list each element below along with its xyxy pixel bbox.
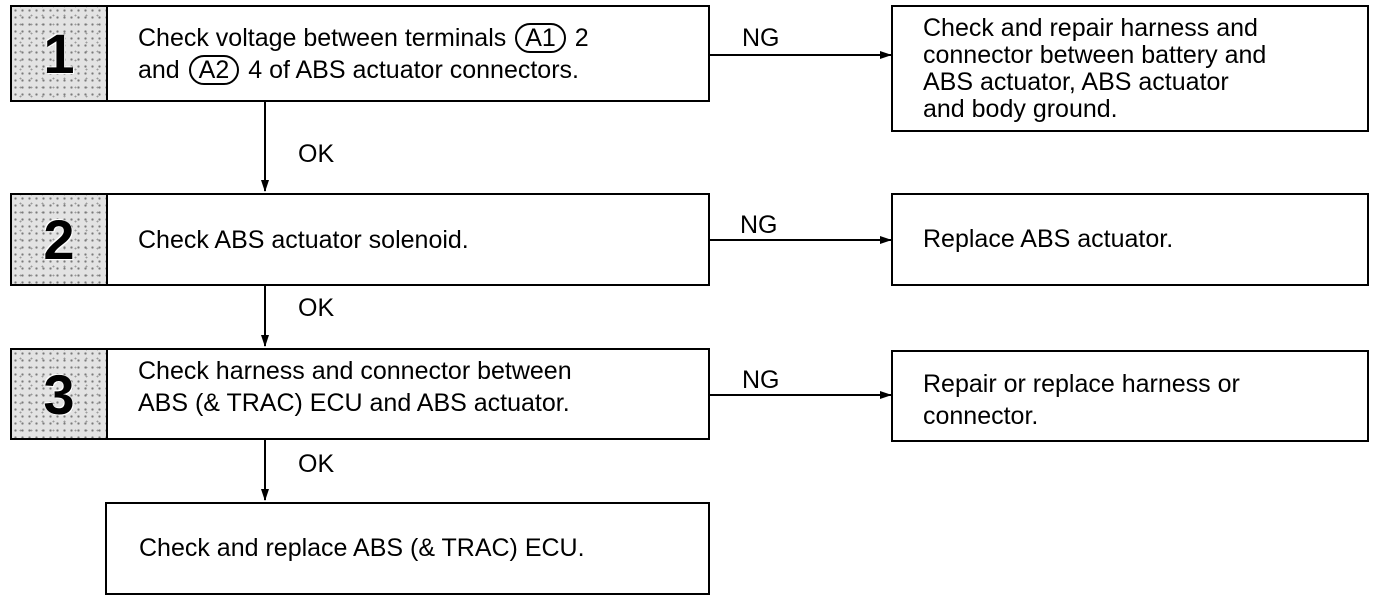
- step-3-text-line: ABS (& TRAC) ECU and ABS actuator.: [138, 389, 570, 417]
- step-1-text-part: 4 of ABS actuator connectors.: [248, 55, 579, 84]
- ng-label-3: NG: [742, 366, 780, 394]
- ok-label-2: OK: [298, 294, 335, 322]
- step-2-text: Check ABS actuator solenoid.: [108, 195, 708, 284]
- result-3-line: Repair or replace harness or: [923, 370, 1240, 398]
- result-2-box: Replace ABS actuator.: [891, 193, 1369, 286]
- step-3-text: Check harness and connector between ABS …: [108, 350, 708, 438]
- step-3-box: 3 Check harness and connector between AB…: [10, 348, 710, 440]
- step-1-text-part: Check voltage between terminals: [138, 23, 507, 52]
- final-step-box: Check and replace ABS (& TRAC) ECU.: [105, 502, 710, 595]
- result-3-line: connector.: [923, 402, 1039, 430]
- final-step-text: Check and replace ABS (& TRAC) ECU.: [139, 534, 585, 562]
- step-1-number: 1: [12, 7, 108, 100]
- step-2-box: 2 Check ABS actuator solenoid.: [10, 193, 710, 286]
- step-1-text-part: and: [138, 55, 180, 84]
- result-1-line: connector between battery and: [923, 41, 1267, 69]
- step-3-text-line: Check harness and connector between: [138, 357, 572, 385]
- result-1-line: and body ground.: [923, 95, 1118, 123]
- result-3-box: Repair or replace harness or connector.: [891, 350, 1369, 442]
- terminal-a2-label: A2: [188, 54, 240, 85]
- step-1-box: 1 Check voltage between terminals A1 2 a…: [10, 5, 710, 102]
- step-1-text-part: 2: [574, 23, 589, 52]
- result-1-line: ABS actuator, ABS actuator: [923, 68, 1229, 96]
- step-1-text: Check voltage between terminals A1 2 and…: [108, 7, 708, 100]
- step-3-number: 3: [12, 350, 108, 438]
- step-2-number: 2: [12, 195, 108, 284]
- terminal-a1-label: A1: [515, 22, 566, 53]
- result-1-box: Check and repair harness and connector b…: [891, 5, 1369, 132]
- ok-label-3: OK: [298, 450, 335, 478]
- ng-label-1: NG: [742, 24, 780, 52]
- result-1-line: Check and repair harness and: [923, 14, 1258, 42]
- result-2-line: Replace ABS actuator.: [923, 225, 1174, 253]
- ng-label-2: NG: [740, 211, 778, 239]
- step-2-text-line: Check ABS actuator solenoid.: [138, 225, 469, 254]
- ok-label-1: OK: [298, 140, 335, 168]
